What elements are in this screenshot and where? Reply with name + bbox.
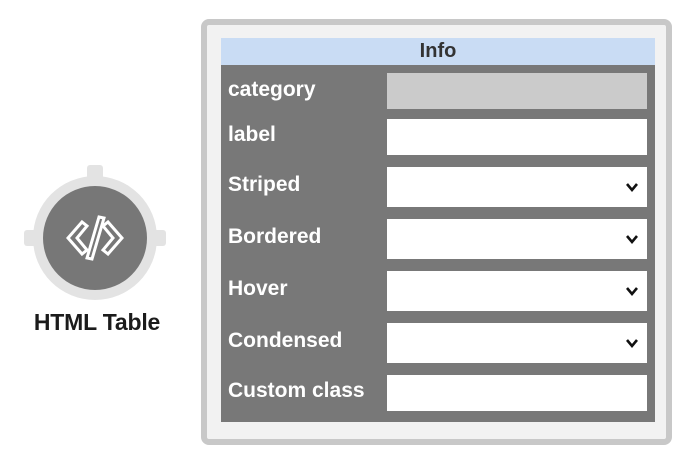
- field-label-striped: Striped: [228, 173, 301, 196]
- info-panel: Info category label Striped B: [221, 38, 655, 422]
- chevron-down-icon: [626, 183, 638, 193]
- field-label-label: label: [228, 123, 276, 146]
- bordered-select[interactable]: [387, 219, 647, 259]
- chevron-down-icon: [626, 235, 638, 245]
- field-label-condensed: Condensed: [228, 329, 343, 352]
- field-label-bordered: Bordered: [228, 225, 322, 248]
- field-row-category: category: [221, 70, 655, 110]
- field-label-hover: Hover: [228, 277, 288, 300]
- panel-title: Info: [221, 38, 655, 65]
- custom-class-input[interactable]: [387, 375, 647, 411]
- condensed-select[interactable]: [387, 323, 647, 363]
- html-table-node[interactable]: HTML Table: [22, 165, 172, 345]
- field-label-custom-class: Custom class: [228, 379, 365, 402]
- field-row-hover: Hover: [221, 268, 655, 312]
- field-row-custom-class: Custom class: [221, 372, 655, 412]
- field-row-bordered: Bordered: [221, 216, 655, 260]
- chevron-down-icon: [626, 287, 638, 297]
- node-label: HTML Table: [33, 309, 161, 335]
- info-panel-frame: Info category label Striped B: [201, 19, 672, 445]
- label-input[interactable]: [387, 119, 647, 155]
- field-row-label: label: [221, 116, 655, 156]
- node-icon-circle[interactable]: [43, 186, 147, 290]
- code-icon: [66, 215, 124, 261]
- striped-select[interactable]: [387, 167, 647, 207]
- field-row-condensed: Condensed: [221, 320, 655, 364]
- chevron-down-icon: [626, 339, 638, 349]
- hover-select[interactable]: [387, 271, 647, 311]
- field-label-category: category: [228, 78, 316, 101]
- category-input: [387, 73, 647, 109]
- field-row-striped: Striped: [221, 164, 655, 208]
